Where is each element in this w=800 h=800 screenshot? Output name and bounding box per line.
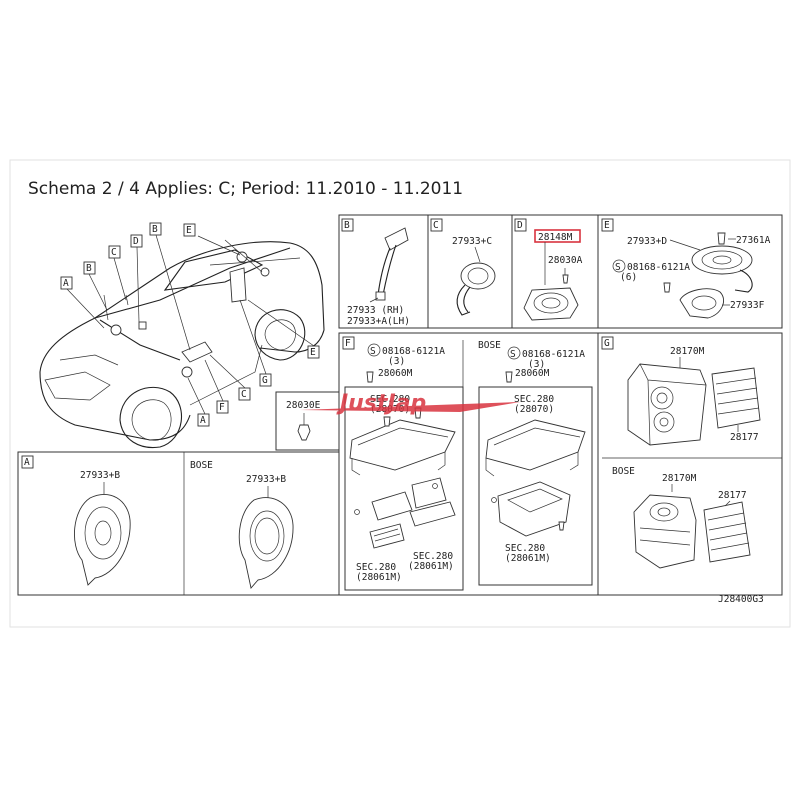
page-title: Schema 2 / 4 Applies: C; Period: 11.2010…: [28, 179, 464, 199]
panel-d: D 28148M 28030A: [511, 214, 599, 329]
panel-c: C 27933+C: [427, 214, 513, 329]
svg-text:27933+B: 27933+B: [80, 470, 120, 481]
watermark-logo: JustJap: [300, 391, 520, 416]
svg-text:28030E: 28030E: [286, 400, 321, 411]
svg-text:27933 (RH): 27933 (RH): [347, 305, 404, 316]
svg-text:27933+A(LH): 27933+A(LH): [347, 316, 410, 327]
svg-text:27933F: 27933F: [730, 300, 765, 311]
panel-28030e: 28030E: [275, 391, 340, 451]
callout-d: [130, 234, 143, 248]
svg-text:(28061M): (28061M): [505, 553, 551, 564]
diagram-code: J28400G3: [718, 594, 764, 605]
callout-label: E: [310, 347, 316, 358]
car-overview: [39, 241, 325, 449]
svg-text:A: A: [24, 457, 30, 468]
panel-e: E 27933+D 27361A S 08168-6121A (6) 27933…: [597, 214, 783, 329]
svg-text:G: G: [604, 338, 610, 349]
diagram-frame: [9, 159, 791, 628]
svg-text:08168-6121A: 08168-6121A: [522, 349, 585, 360]
svg-text:F: F: [345, 338, 351, 349]
panel-g: G 28170M 28177 BOSE 28170M 28177 J28400G…: [597, 332, 783, 605]
svg-text:S: S: [370, 346, 376, 357]
callout-c2: [238, 387, 251, 401]
callout-c: [108, 245, 121, 259]
svg-text:(28061M): (28061M): [408, 561, 454, 572]
callout-b2: [149, 222, 162, 236]
svg-text:E: E: [604, 220, 610, 231]
svg-text:08168-6121A: 08168-6121A: [627, 262, 690, 273]
panel-f: F S 08168-6121A (3) 28060M SEC.280 (2807…: [338, 332, 599, 596]
car-callouts: A B C D B E E F G A C: [60, 222, 320, 427]
callout-label: B: [152, 224, 158, 235]
svg-text:(28070): (28070): [514, 404, 554, 415]
svg-text:S: S: [510, 349, 516, 360]
svg-text:28060M: 28060M: [515, 368, 550, 379]
svg-text:BOSE: BOSE: [190, 460, 213, 471]
svg-text:(28061M): (28061M): [356, 572, 402, 583]
callout-a2: [197, 413, 210, 427]
svg-text:28177: 28177: [730, 432, 759, 443]
panel-a: A 27933+B BOSE 27933+B: [17, 451, 340, 596]
svg-text:28170M: 28170M: [662, 473, 697, 484]
svg-text:28177: 28177: [718, 490, 747, 501]
callout-label: C: [111, 247, 117, 258]
callout-label: F: [219, 402, 225, 413]
callout-e2: [307, 345, 320, 359]
svg-text:28060M: 28060M: [378, 368, 413, 379]
callout-label: D: [133, 236, 139, 247]
svg-text:D: D: [517, 220, 523, 231]
callout-b: [83, 261, 96, 275]
callout-label: B: [86, 263, 92, 274]
svg-text:08168-6121A: 08168-6121A: [382, 346, 445, 357]
svg-text:28030A: 28030A: [548, 255, 583, 266]
callout-label: E: [186, 225, 192, 236]
callout-a: [60, 276, 73, 290]
svg-text:27933+C: 27933+C: [452, 236, 492, 247]
svg-text:SEC.280: SEC.280: [356, 562, 396, 573]
watermark-text: JustJap: [336, 391, 426, 416]
svg-text:SEC.280: SEC.280: [413, 551, 453, 562]
svg-text:27361A: 27361A: [736, 235, 771, 246]
svg-text:27933+D: 27933+D: [627, 236, 667, 247]
svg-text:C: C: [433, 220, 439, 231]
svg-text:28170M: 28170M: [670, 346, 705, 357]
svg-text:B: B: [344, 220, 350, 231]
callout-label: G: [262, 375, 268, 386]
svg-text:BOSE: BOSE: [612, 466, 635, 477]
highlighted-part-box: [534, 229, 581, 243]
svg-text:S: S: [615, 262, 621, 273]
svg-text:(3): (3): [388, 356, 405, 367]
svg-text:(6): (6): [620, 272, 637, 283]
svg-text:27933+B: 27933+B: [246, 474, 286, 485]
callout-label: C: [241, 389, 247, 400]
callout-label: A: [200, 415, 206, 426]
callout-label: A: [63, 278, 69, 289]
svg-text:SEC.280: SEC.280: [514, 394, 554, 405]
svg-text:(3): (3): [528, 359, 545, 370]
svg-text:SEC.280: SEC.280: [505, 543, 545, 554]
callout-e: [183, 223, 196, 237]
highlighted-part-number: 28148M: [538, 232, 573, 243]
panel-b: B 27933 (RH) 27933+A(LH): [338, 214, 429, 329]
svg-text:SEC.280: SEC.280: [370, 394, 410, 405]
svg-text:BOSE: BOSE: [478, 340, 501, 351]
callout-f: [216, 400, 229, 414]
callout-g: [259, 373, 272, 387]
